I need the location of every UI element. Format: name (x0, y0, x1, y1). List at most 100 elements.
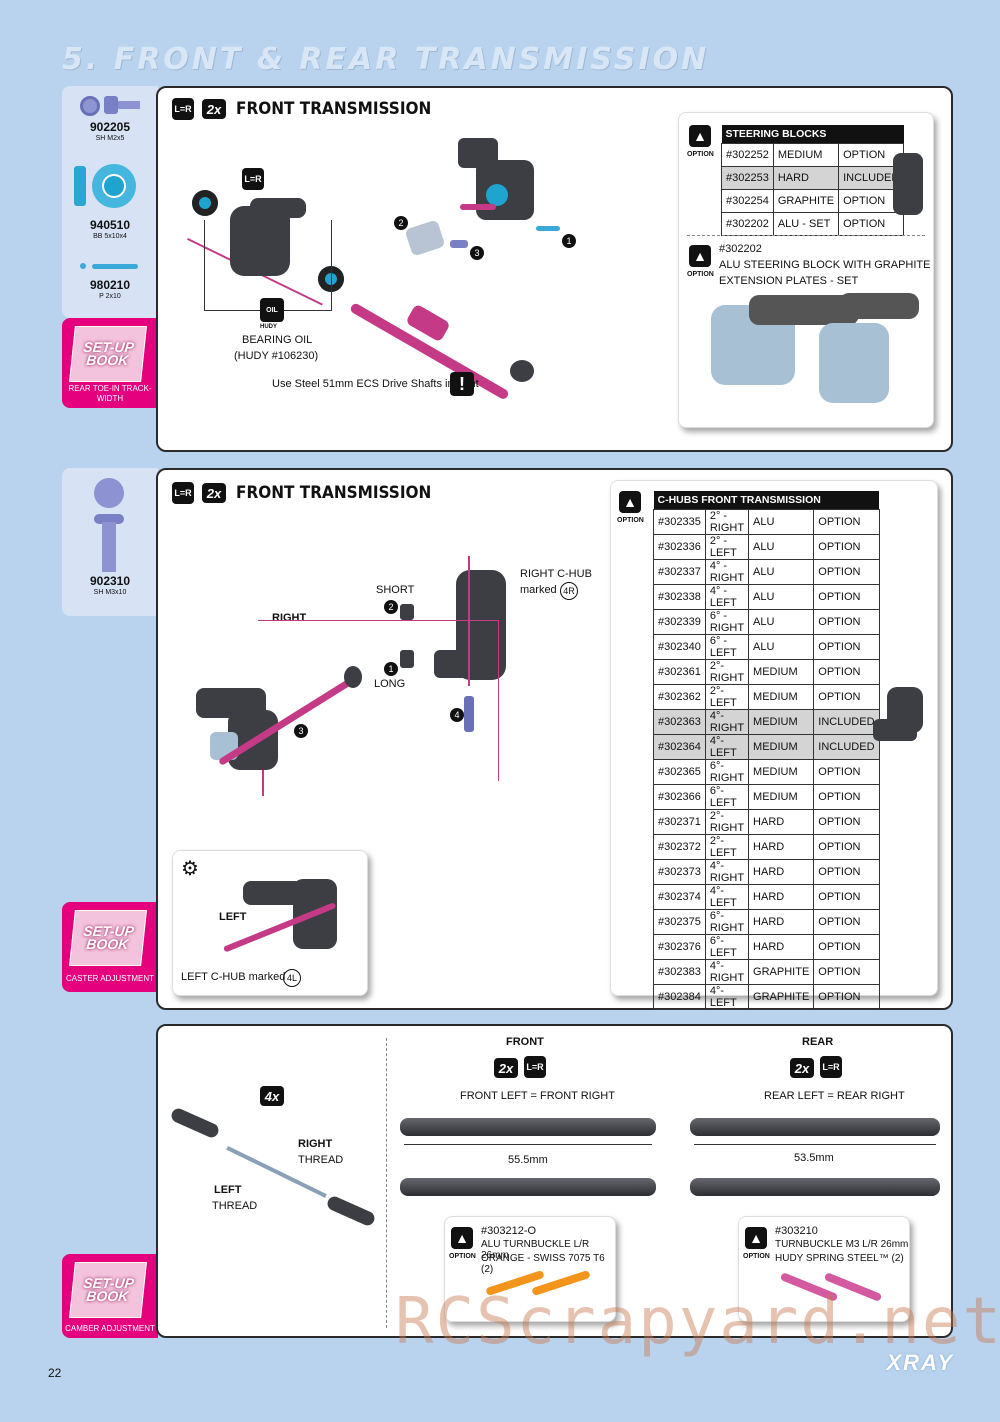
steering-block-image (893, 153, 923, 215)
table-cell: HARD (748, 909, 815, 935)
hudy-label: HUDY (260, 324, 278, 330)
table-cell: #302335 (653, 509, 706, 535)
lr-icon: L=R (820, 1056, 842, 1078)
bearing-oil-ref: (HUDY #106230) (234, 350, 319, 362)
screw-icon (104, 96, 118, 114)
table-cell: GRAPHITE (748, 959, 815, 985)
table-cell: OPTION (813, 634, 880, 660)
parts-sidebar-2: 902310 SH M3x10 (62, 468, 158, 616)
table-cell: OPTION (813, 984, 880, 1010)
left-thread-label: LEFT (214, 1184, 242, 1196)
bearing-part (192, 190, 218, 216)
table-cell: #302338 (653, 584, 706, 610)
setup-book-badge: SET-UP BOOK REAR TOE-IN TRACK-WIDTH (62, 318, 158, 408)
turnbuckle-short (690, 1178, 940, 1196)
step-badge: 1 (384, 662, 398, 676)
table-cell: #302361 (653, 659, 706, 685)
table-cell: INCLUDED (813, 709, 880, 735)
thumbs-up-icon: ▲ (689, 245, 711, 267)
option-number: #302202 (719, 243, 762, 255)
part-desc: BB 5x10x4 (93, 233, 127, 240)
table-cell: #302384 (653, 984, 706, 1010)
rear-length: 53.5mm (794, 1152, 834, 1164)
table-cell: MEDIUM (748, 759, 815, 785)
table-cell: 6°- RIGHT (704, 909, 750, 935)
table-cell: OPTION (813, 934, 880, 960)
lr-icon: L=R (172, 98, 194, 120)
table-cell: OPTION (813, 684, 880, 710)
left-chub-inset: ⚙ LEFT LEFT C-HUB marked 4L (172, 850, 368, 996)
table-cell: 6° - LEFT (704, 634, 750, 660)
table-cell: OPTION (813, 609, 880, 635)
part-desc: SH M2x5 (95, 135, 125, 142)
pin-part (536, 226, 560, 231)
part-number: 902310 (89, 574, 131, 588)
thread-label: THREAD (298, 1154, 344, 1166)
table-cell: #302376 (653, 934, 706, 960)
front-eq-label: FRONT LEFT = FRONT RIGHT (460, 1090, 615, 1102)
thumbs-up-icon: ▲ (451, 1227, 473, 1249)
table-cell: #302383 (653, 959, 706, 985)
front-title: FRONT (506, 1036, 544, 1048)
table-cell: 2° - LEFT (704, 534, 750, 560)
guide-line (262, 770, 264, 796)
table-cell: ALU (748, 559, 815, 585)
table-cell: 2°- LEFT (704, 834, 750, 860)
table-cell: 6° - RIGHT (704, 609, 750, 635)
option-desc-1: ALU TURNBUCKLE L/R 26mm (481, 1239, 590, 1261)
part-desc: P 2x10 (99, 293, 121, 300)
left-label: LEFT (219, 911, 247, 923)
setup-book-label: SET-UP BOOK (69, 910, 147, 966)
table-cell: 2°- LEFT (704, 684, 750, 710)
screw-icon (94, 514, 124, 524)
pin-dot-icon (80, 263, 86, 269)
watermark: RCScrapyard.net (395, 1285, 1000, 1359)
table-cell: #302362 (653, 684, 706, 710)
right-thread-label: RIGHT (298, 1138, 333, 1150)
table-header: C-HUBS FRONT TRANSMISSION (653, 491, 880, 510)
table-cell: HARD (748, 934, 815, 960)
warning-icon: ! (450, 372, 474, 396)
table-cell: 4°- LEFT (704, 984, 750, 1010)
table-cell: MEDIUM (748, 659, 815, 685)
table-cell: 4°- RIGHT (704, 859, 750, 885)
table-cell: OPTION (813, 859, 880, 885)
washer-icon (80, 96, 100, 116)
setup-book-label: SET-UP BOOK (69, 326, 147, 382)
setup-book-badge: SET-UP BOOK CAMBER ADJUSTMENT (62, 1254, 158, 1338)
option-label: OPTION (743, 1253, 770, 1260)
part-number: 980210 (89, 278, 131, 292)
panel-title: FRONT TRANSMISSION (236, 483, 432, 503)
mark-4r-icon: 4R (560, 582, 578, 600)
option-desc-1: ALU STEERING BLOCK WITH GRAPHITE (719, 259, 931, 271)
option-number: #303210 (775, 1225, 818, 1237)
table-cell: ALU (748, 634, 815, 660)
right-chub-label: RIGHT C-HUB (520, 568, 592, 580)
table-cell: #302375 (653, 909, 706, 935)
table-cell: 4°- LEFT (704, 884, 750, 910)
table-cell: OPTION (813, 909, 880, 935)
table-cell: OPTION (813, 784, 880, 810)
table-cell: #302373 (653, 859, 706, 885)
multiplier-icon: 2x (202, 483, 226, 503)
option-label: OPTION (687, 271, 714, 278)
long-label: LONG (374, 678, 406, 690)
table-cell: 6°- LEFT (704, 784, 750, 810)
guide-line (258, 620, 499, 781)
table-cell: #302365 (653, 759, 706, 785)
screw-head-icon (94, 478, 124, 508)
panel-title: FRONT TRANSMISSION (236, 99, 432, 119)
step-badge: 3 (294, 724, 308, 738)
section-title: 5. FRONT & REAR TRANSMISSION (62, 42, 710, 77)
